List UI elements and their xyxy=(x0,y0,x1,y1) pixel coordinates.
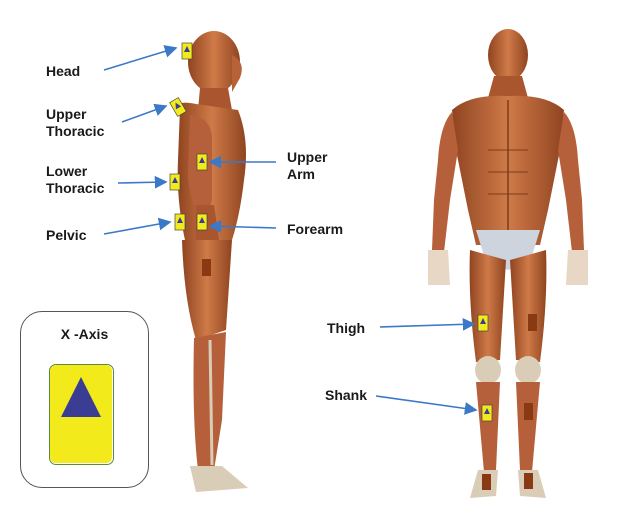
sensor-shank xyxy=(482,405,492,421)
label-thigh: Thigh xyxy=(327,320,365,337)
sensor-thigh-right xyxy=(528,314,537,331)
label-upper-thoracic: Upper Thoracic xyxy=(46,106,104,140)
sensor-upper-arm xyxy=(197,154,207,170)
arrow-pelvic xyxy=(104,222,170,234)
label-shank: Shank xyxy=(325,387,367,404)
sensor-shank-right xyxy=(524,403,533,420)
arrow-lower-thoracic xyxy=(118,182,166,183)
arrow-thigh xyxy=(380,324,474,327)
legend-title: X -Axis xyxy=(21,326,148,342)
side-view-figure xyxy=(178,31,248,492)
arrow-upper-thoracic xyxy=(122,106,166,122)
legend-box: X -Axis xyxy=(20,311,149,488)
arrow-shank xyxy=(376,396,476,410)
label-lower-thoracic: Lower Thoracic xyxy=(46,163,104,197)
sensor-head xyxy=(182,43,192,59)
sensor-foot-left xyxy=(482,474,491,490)
arrow-head xyxy=(104,48,176,70)
sensor-foot-right xyxy=(524,473,533,489)
sensor-lower-thoracic xyxy=(170,174,180,190)
label-head: Head xyxy=(46,63,80,80)
legend-triangle-icon xyxy=(50,365,112,463)
sensor-thigh xyxy=(478,315,488,331)
label-forearm: Forearm xyxy=(287,221,343,238)
label-upper-arm: Upper Arm xyxy=(287,149,327,183)
sensor-side-thigh xyxy=(202,259,211,276)
sensor-pelvic xyxy=(175,214,185,230)
sensor-forearm xyxy=(197,214,207,230)
label-pelvic: Pelvic xyxy=(46,227,86,244)
front-view-figure xyxy=(428,29,588,498)
legend-sensor-card xyxy=(49,364,114,465)
